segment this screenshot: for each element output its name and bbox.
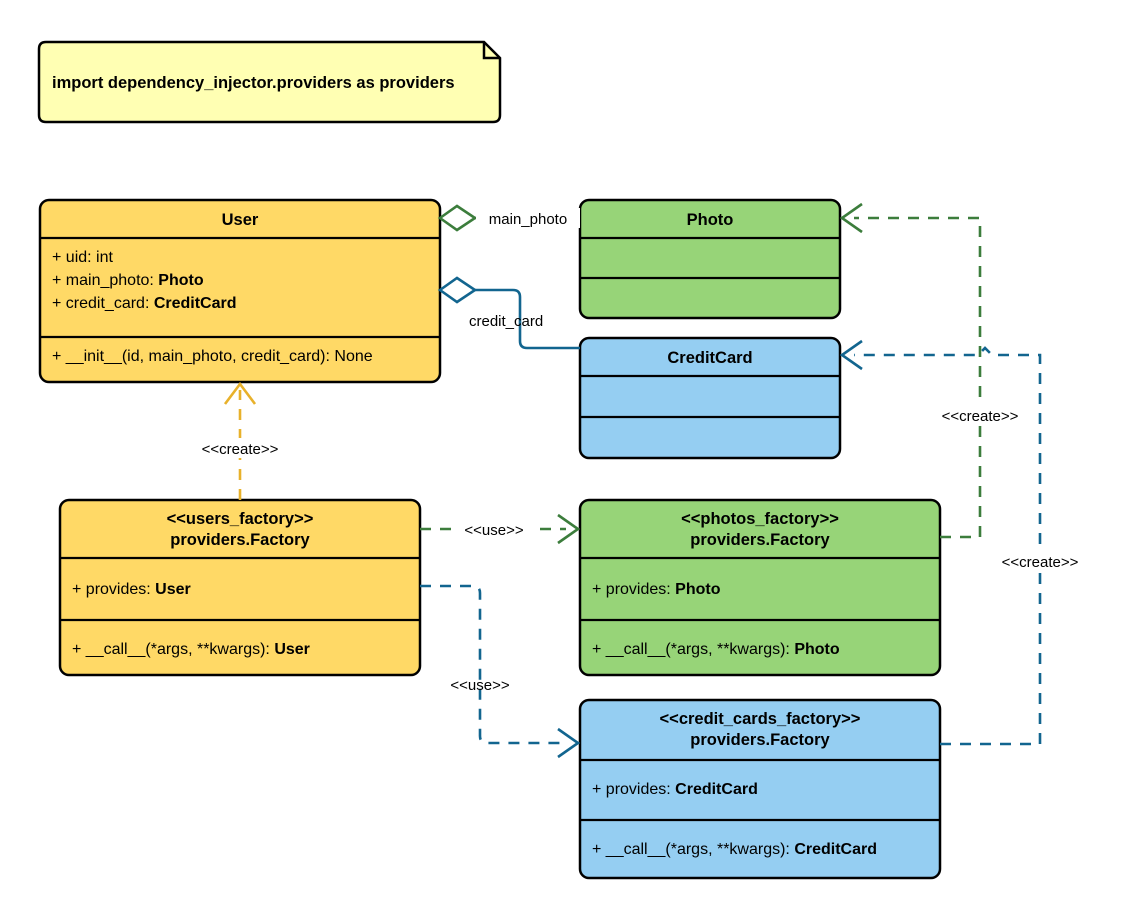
note-label: import dependency_injector.providers as …	[52, 74, 455, 92]
relation-user-credit-card-line	[475, 288, 580, 350]
relation-create-credit-card-label: <<create>>	[1002, 554, 1079, 571]
class-credit-cards-factory-box	[578, 698, 942, 880]
class-photo[interactable]: Photo	[578, 198, 842, 320]
relation-use-credit-cards-line	[420, 584, 566, 745]
class-photos-factory[interactable]: <<photos_factory>> providers.Factory + p…	[578, 498, 942, 677]
open-arrowhead-icon	[839, 202, 863, 234]
class-credit-cards-factory-attr-0: + provides: CreditCard	[592, 781, 758, 798]
class-creditcard-box	[578, 336, 842, 460]
relation-create-photo-label: <<create>>	[942, 408, 1019, 425]
aggregation-diamond-icon	[437, 204, 478, 232]
class-creditcard-title: CreditCard	[667, 349, 752, 367]
relation-users-factory-create-user[interactable]: <<create>>	[188, 381, 292, 500]
relation-use-photos-label: <<use>>	[464, 522, 523, 539]
class-photos-factory-box	[578, 498, 942, 677]
class-users-factory[interactable]: <<users_factory>> providers.Factory + pr…	[58, 498, 422, 677]
relation-create-user-label: <<create>>	[202, 441, 279, 458]
class-credit-cards-factory-stereotype: <<credit_cards_factory>>	[660, 710, 861, 728]
relation-use-credit-cards-label: <<use>>	[450, 677, 509, 694]
open-arrowhead-icon	[557, 513, 581, 545]
class-user[interactable]: User + uid: int + main_photo: Photo + cr…	[38, 198, 442, 384]
class-users-factory-stereotype: <<users_factory>>	[167, 510, 314, 528]
class-photo-box	[578, 198, 842, 320]
class-photos-factory-method-0: + __call__(*args, **kwargs): Photo	[592, 641, 840, 658]
relation-credit-cards-factory-create-credit-card[interactable]: <<create>>	[839, 339, 1092, 746]
class-creditcard[interactable]: CreditCard	[578, 336, 842, 460]
relation-create-photo-label-bg	[928, 405, 1032, 425]
class-credit-cards-factory-title: providers.Factory	[690, 731, 830, 749]
relation-users-factory-use-credit-cards[interactable]: <<use>>	[420, 584, 581, 759]
class-photo-title: Photo	[687, 211, 734, 229]
class-credit-cards-factory-method-0: + __call__(*args, **kwargs): CreditCard	[592, 841, 877, 858]
relation-photos-factory-create-photo[interactable]: <<create>>	[839, 202, 1032, 539]
class-users-factory-attr-0: + provides: User	[72, 581, 191, 598]
relation-user-main-photo[interactable]: main_photo	[437, 204, 580, 232]
class-users-factory-method-0: + __call__(*args, **kwargs): User	[72, 641, 310, 658]
relation-create-user-label-bg	[188, 438, 292, 458]
relation-create-credit-card-line	[854, 346, 1042, 746]
relation-user-main-photo-label-bg	[476, 208, 580, 228]
class-user-attr-2: + credit_card: CreditCard	[52, 295, 237, 312]
relation-user-main-photo-label: main_photo	[489, 211, 567, 228]
class-user-method-0: + __init__(id, main_photo, credit_card):…	[52, 348, 373, 365]
open-arrowhead-icon	[557, 727, 581, 759]
class-photos-factory-attr-0: + provides: Photo	[592, 581, 721, 598]
relation-create-credit-card-label-bg	[988, 551, 1092, 571]
relation-use-photos-label-bg	[455, 519, 533, 539]
class-credit-cards-factory[interactable]: <<credit_cards_factory>> providers.Facto…	[578, 698, 942, 880]
relation-users-factory-use-photos[interactable]: <<use>>	[420, 513, 581, 545]
class-user-attr-0: + uid: int	[52, 249, 113, 266]
note-import[interactable]: import dependency_injector.providers as …	[37, 40, 502, 124]
class-users-factory-title: providers.Factory	[170, 531, 310, 549]
class-photos-factory-stereotype: <<photos_factory>>	[681, 510, 839, 528]
class-photos-factory-title: providers.Factory	[690, 531, 830, 549]
relation-user-credit-card-label: credit_card	[469, 313, 543, 330]
note-fold-icon	[482, 42, 500, 60]
relation-user-credit-card[interactable]: credit_card	[437, 276, 580, 350]
note-shape	[37, 40, 502, 124]
class-user-title: User	[222, 211, 259, 229]
open-arrowhead-icon	[839, 339, 863, 371]
aggregation-diamond-icon	[437, 276, 478, 304]
relation-create-photo-line	[854, 216, 982, 539]
open-arrowhead-icon	[223, 381, 257, 405]
class-user-attr-1: + main_photo: Photo	[52, 272, 204, 289]
